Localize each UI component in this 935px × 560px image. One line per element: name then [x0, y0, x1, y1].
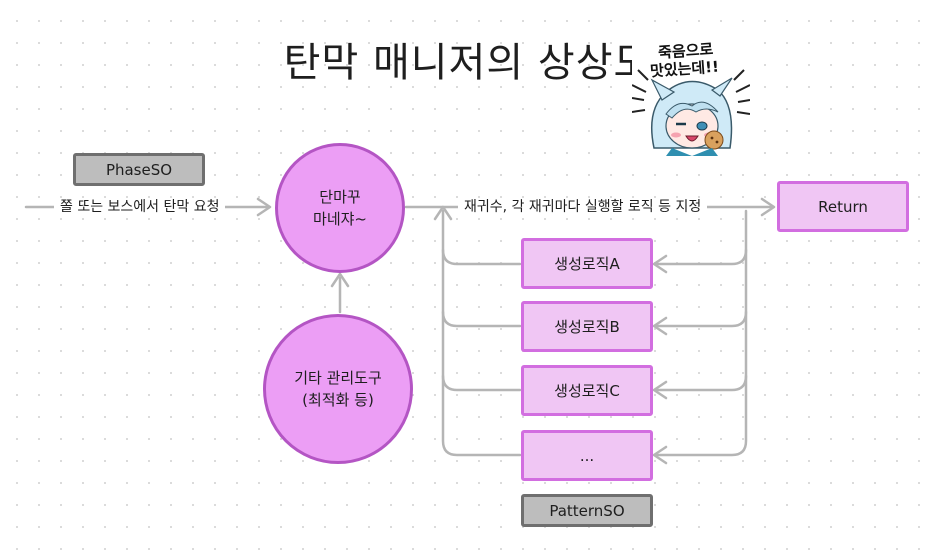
tools-label-line2: (최적화 등): [302, 391, 374, 409]
edge-loop-c-out: [441, 310, 522, 392]
edge-loop-b-in: [654, 248, 748, 328]
diagram-title: 탄막 매니저의 상상도: [283, 40, 652, 86]
anime-sticker-image: 죽음으로 맛있는데!!: [631, 40, 751, 156]
manager-label-line2: 마네쟈~: [313, 210, 367, 228]
tools-node: 기타 관리도구 (최적화 등): [263, 314, 413, 464]
edge-loop-a-in: [654, 209, 748, 266]
edge-label-spec: 재귀수, 각 재귀마다 실행할 로직 등 지정: [458, 198, 708, 216]
edge-request-arrowhead: [256, 197, 272, 217]
edge-a-arrowhead: [652, 254, 668, 274]
tools-label-line1: 기타 관리도구: [294, 369, 382, 387]
edge-more-arrowhead: [652, 445, 668, 465]
edge-loop-c-in: [654, 310, 748, 392]
edge-c-arrowhead: [652, 380, 668, 400]
logic-c-node: 생성로직C: [521, 365, 653, 416]
logic-more-node: ...: [521, 430, 653, 481]
phaseso-node: PhaseSO: [73, 153, 205, 186]
edge-loop-a-out: [441, 209, 522, 266]
logic-a-node: 생성로직A: [521, 238, 653, 289]
edge-spec-arrowhead: [760, 197, 776, 217]
edge-b-arrowhead: [652, 316, 668, 336]
return-node: Return: [777, 181, 909, 232]
danmaku-manager-node: 단마꾸 마네쟈~: [275, 143, 405, 273]
patternso-node: PatternSO: [521, 494, 653, 527]
edge-label-request: 쫄 또는 보스에서 탄막 요청: [54, 198, 226, 216]
edge-loop-more-in: [654, 374, 748, 457]
edge-loop-arrowhead: [433, 205, 453, 221]
edge-loop-b-out: [441, 248, 522, 328]
edge-loop-more-out: [441, 374, 522, 457]
sticker-drawing: [631, 40, 751, 156]
manager-label-line1: 단마꾸: [319, 188, 361, 206]
logic-b-node: 생성로직B: [521, 301, 653, 352]
edge-tools-arrowhead: [330, 272, 350, 288]
